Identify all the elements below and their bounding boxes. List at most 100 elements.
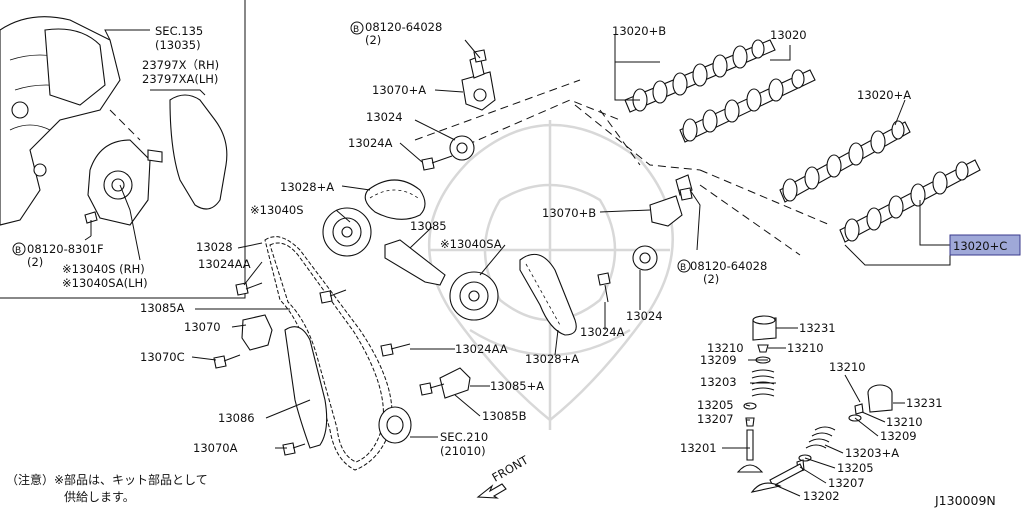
cover-13040s-drawing [87, 139, 163, 226]
front-cover-drawing [0, 16, 121, 226]
bolt-left-drawing [84, 211, 98, 236]
sprocket-13024-top [449, 135, 475, 161]
label-13020a: 13020+A [857, 88, 911, 102]
gasket-23797x-drawing [169, 94, 228, 210]
inset-border [0, 0, 246, 299]
label-bolt-left: 08120-8301F [27, 242, 104, 256]
sprocket-13040s [322, 207, 372, 257]
watermark-emblem [427, 120, 674, 430]
svg-text:B: B [680, 263, 686, 273]
svg-text:B: B [15, 246, 21, 256]
svg-text:B: B [353, 25, 359, 35]
label-bolt-mid-qty: (2) [703, 272, 719, 286]
tensioner-13070 [241, 314, 273, 351]
note-line-2: 供給します。 [64, 490, 135, 504]
label-bolt-top-qty: (2) [365, 33, 381, 47]
label-sec135: SEC.135 [155, 24, 203, 38]
part-labels: SEC.135 (13035) 23797X（RH) 23797XA(LH) 0… [27, 20, 943, 503]
label-13070c: 13070C [140, 350, 185, 364]
label-13040sa-kit: ※13040SA(LH) [62, 276, 148, 290]
label-13070b: 13070+B [542, 206, 596, 220]
guide-13085a-b [439, 367, 471, 399]
label-sec210: SEC.210 [440, 430, 488, 444]
label-13024aa: 13024AA [198, 257, 251, 271]
front-label: FRONT [490, 452, 532, 484]
label-13070a-top: 13070+A [372, 83, 426, 97]
label-13231-r: 13231 [906, 396, 943, 410]
note-line-1: （注意）※部品は、キット部品として [6, 472, 208, 487]
bolts [213, 49, 693, 456]
label-23797x: 23797X（RH) [142, 58, 219, 72]
camshaft-13020c [839, 159, 981, 243]
label-sec135-sub: (13035) [155, 38, 201, 52]
front-arrow: FRONT [476, 452, 532, 499]
label-13210: 13210 [707, 341, 744, 355]
label-13203: 13203 [700, 375, 737, 389]
label-13210-b: 13210 [787, 341, 824, 355]
bolt-13024a-top [421, 155, 453, 171]
label-13040s-kit: ※13040S (RH) [62, 262, 145, 276]
label-13203a: 13203+A [845, 446, 899, 460]
tensioner-13070a-top [461, 55, 496, 111]
label-13085b: 13085B [482, 409, 527, 423]
chain-13028a-top [364, 179, 426, 220]
label-13085pa: 13085+A [490, 379, 544, 393]
sprocket-13024-right [632, 245, 658, 271]
camshaft-13020a [779, 120, 911, 203]
label-13209: 13209 [700, 353, 737, 367]
sprocket-13040sa [449, 271, 499, 321]
label-13020c[interactable]: 13020+C [953, 239, 1007, 253]
label-13028a: 13028+A [280, 180, 334, 194]
valve-train-left [736, 315, 777, 473]
valve-train-right [750, 384, 893, 493]
camshaft-13020 [679, 69, 816, 143]
leader-lines [84, 29, 951, 497]
highlight-13020c[interactable] [949, 234, 1021, 256]
label-13085: 13085 [410, 219, 447, 233]
guide-13086 [284, 326, 328, 449]
label-13205: 13205 [697, 398, 734, 412]
label-13024a: 13024A [348, 136, 393, 150]
label-13024: 13024 [366, 110, 403, 124]
label-13070a: 13070A [193, 441, 238, 455]
diagram-id: J130009N [934, 493, 996, 508]
alignment-dashed-lines [109, 79, 831, 256]
label-13024a-2: 13024A [580, 325, 625, 339]
label-13210-r2: 13210 [886, 415, 923, 429]
bolt-b-markers: B B B [12, 21, 691, 273]
circled-b-icon [677, 259, 691, 273]
label-13231: 13231 [799, 321, 836, 335]
label-13020: 13020 [770, 28, 807, 42]
label-13210-r: 13210 [829, 360, 866, 374]
label-bolt-top: 08120-64028 [365, 20, 442, 34]
label-13040sa: ※13040SA [440, 237, 502, 251]
label-13070: 13070 [184, 320, 221, 334]
chain-13028-main [264, 236, 393, 471]
bolt-13024a-right [597, 272, 611, 303]
label-13085a: 13085A [140, 301, 185, 315]
label-13201: 13201 [680, 441, 717, 455]
label-bolt-left-qty: (2) [27, 255, 43, 269]
label-13086: 13086 [218, 411, 255, 425]
label-13202: 13202 [803, 489, 840, 503]
circled-b-icon [350, 21, 364, 35]
camshaft-13020b [624, 39, 776, 113]
circled-b-icon [12, 242, 26, 256]
label-bolt-mid: 08120-64028 [690, 259, 767, 273]
label-13024-2: 13024 [626, 309, 663, 323]
label-sec210-sub: (21010) [440, 444, 486, 458]
label-23797xa: 23797XA(LH) [142, 72, 218, 86]
label-13028: 13028 [196, 240, 233, 254]
chain-13028a-right [519, 253, 577, 336]
label-13040s: ※13040S [250, 203, 304, 217]
label-13024aa-2: 13024AA [455, 342, 508, 356]
label-13207: 13207 [697, 412, 734, 426]
label-13020b: 13020+B [612, 24, 666, 38]
label-13207-r: 13207 [828, 476, 865, 490]
label-13205-r: 13205 [837, 461, 874, 475]
guide-13085 [384, 239, 446, 286]
label-13209-r: 13209 [880, 429, 917, 443]
crank-sprocket-sec210 [378, 406, 412, 444]
